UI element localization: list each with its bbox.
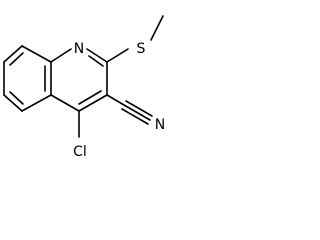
bond-c3-c4 bbox=[78, 94, 108, 112]
atom-label-cl: Cl bbox=[73, 144, 87, 160]
chemical-structure: N S Cl N bbox=[3, 15, 165, 160]
bond-c4-c4a bbox=[50, 94, 80, 112]
bond-n1-c2-inner bbox=[88, 55, 104, 67]
bond-c3-c4-inner bbox=[78, 90, 102, 105]
bond-c6-c5 bbox=[3, 94, 23, 112]
bond-n1-c2 bbox=[86, 48, 108, 63]
bond-cn-triple-1 bbox=[123, 104, 151, 121]
bond-c3-cn bbox=[106, 94, 125, 106]
bond-c8-c7 bbox=[3, 45, 23, 63]
bond-c8a-c8 bbox=[21, 45, 52, 63]
bond-c8-c7-inner bbox=[9, 52, 24, 66]
bond-s-ch3 bbox=[150, 15, 164, 41]
atom-label-n-nitrile: N bbox=[155, 117, 165, 133]
bond-c2-s bbox=[106, 48, 129, 63]
structure-canvas: N S Cl N bbox=[0, 0, 219, 171]
atom-label-s: S bbox=[137, 41, 146, 57]
bond-c6-c5-inner bbox=[9, 91, 24, 105]
bond-c8a-n1 bbox=[50, 48, 72, 63]
atom-label-n1: N bbox=[74, 41, 84, 57]
bond-cn-triple-2 bbox=[125, 100, 153, 117]
bond-c5-c4a bbox=[21, 94, 52, 112]
bond-cn-triple-3 bbox=[121, 108, 149, 125]
